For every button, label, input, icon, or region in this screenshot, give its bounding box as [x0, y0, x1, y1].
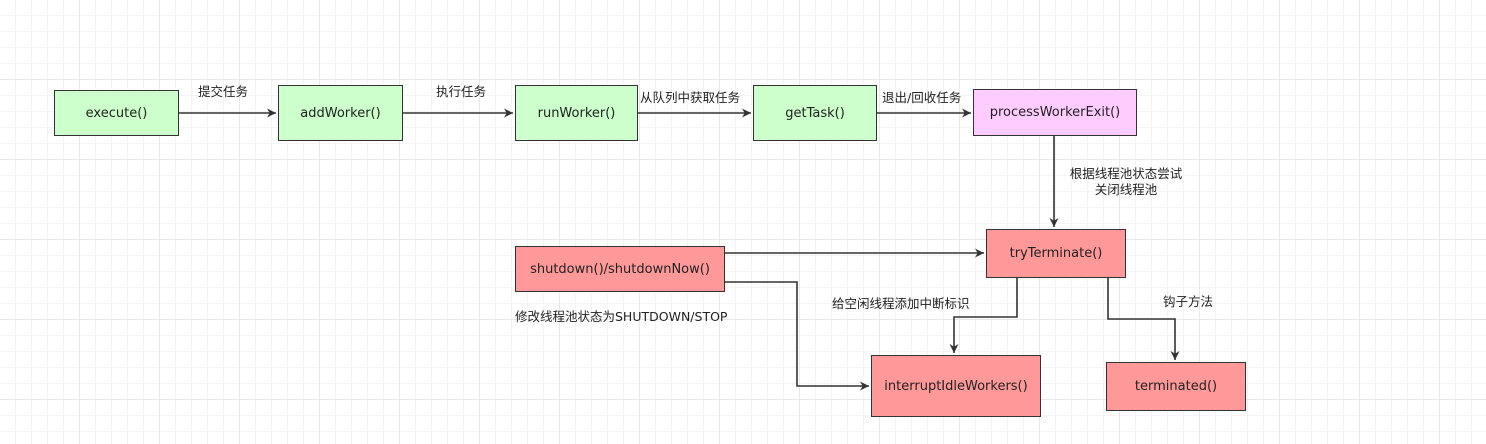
- node-process-worker-exit[interactable]: processWorkerExit(): [973, 89, 1137, 136]
- edge-label-try-close-line1: 根据线程池状态尝试: [1069, 166, 1183, 181]
- node-process-worker-exit-label: processWorkerExit(): [989, 105, 1121, 120]
- node-run-worker[interactable]: runWorker(): [515, 85, 638, 141]
- node-run-worker-label: runWorker(): [537, 105, 616, 121]
- node-get-task-label: getTask(): [785, 105, 845, 121]
- node-interrupt-idle-workers[interactable]: interruptIdleWorkers(): [871, 355, 1041, 417]
- edge-label-submit-task: 提交任务: [198, 84, 249, 99]
- edge-label-hook-method: 钩子方法: [1163, 294, 1214, 309]
- edge-label-mark-interrupt: 给空闲线程添加中断标识: [832, 296, 970, 311]
- node-shutdown-label: shutdown()/shutdownNow(): [530, 261, 710, 277]
- node-try-terminate[interactable]: tryTerminate(): [986, 229, 1126, 278]
- node-execute-label: execute(): [85, 105, 148, 121]
- node-execute[interactable]: execute(): [54, 90, 179, 136]
- edge-tryterminate-to-terminated: [1107, 278, 1180, 360]
- node-interrupt-idle-workers-label: interruptIdleWorkers(): [884, 378, 1028, 394]
- edge-label-modify-state: 修改线程池状态为SHUTDOWN/STOP: [515, 309, 728, 324]
- node-add-worker[interactable]: addWorker(): [278, 85, 403, 141]
- node-terminated[interactable]: terminated(): [1106, 362, 1246, 411]
- node-try-terminate-label: tryTerminate(): [1009, 246, 1103, 261]
- edge-shutdown-to-interruptidleworkers: [725, 281, 869, 391]
- edge-label-fetch-from-queue: 从队列中获取任务: [640, 90, 741, 105]
- edge-tryterminate-to-interruptidleworkers: [949, 278, 1018, 353]
- node-get-task[interactable]: getTask(): [753, 85, 877, 141]
- node-terminated-label: terminated(): [1134, 379, 1218, 394]
- edge-label-execute-task: 执行任务: [436, 84, 487, 99]
- node-add-worker-label: addWorker(): [300, 105, 381, 121]
- node-shutdown[interactable]: shutdown()/shutdownNow(): [515, 246, 725, 292]
- edge-label-try-close: 根据线程池状态尝试 关闭线程池: [1064, 166, 1188, 198]
- edge-label-try-close-line2: 关闭线程池: [1094, 182, 1158, 197]
- edge-label-exit-recycle: 退出/回收任务: [882, 90, 962, 105]
